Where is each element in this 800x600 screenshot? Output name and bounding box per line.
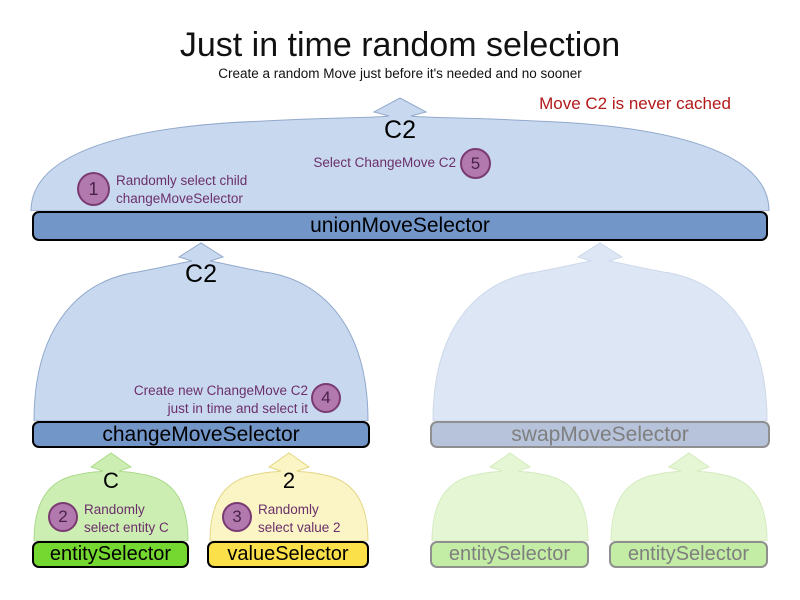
step-3-circle: 3 bbox=[222, 502, 252, 532]
cache-note: Move C2 is never cached bbox=[539, 94, 731, 113]
change-output-label: C2 bbox=[185, 260, 217, 288]
step-5-circle: 5 bbox=[460, 148, 491, 179]
value-selector-bar: valueSelector bbox=[207, 541, 369, 568]
union-move-selector-bar: unionMoveSelector bbox=[32, 211, 768, 241]
step-5-text: Select ChangeMove C2 bbox=[313, 155, 456, 170]
faded-entity-selector-bar-2: entitySelector bbox=[609, 541, 768, 568]
page-title: Just in time random selection bbox=[179, 26, 621, 64]
change-move-selector-bar: changeMoveSelector bbox=[32, 421, 370, 448]
step-2-text: Randomly select entity C bbox=[84, 502, 169, 535]
faded-entity-selector-bar-1: entitySelector bbox=[430, 541, 589, 568]
entity-output-label: C bbox=[103, 468, 119, 493]
step-3-text: Randomly select value 2 bbox=[258, 502, 341, 535]
change-move-selector-dome bbox=[33, 242, 369, 421]
union-move-selector-dome bbox=[30, 97, 770, 211]
faded-entity-selector-label-2: entitySelector bbox=[627, 543, 750, 565]
step-1-text: Randomly select child changeMoveSelector bbox=[116, 173, 248, 206]
entity-selector-label: entitySelector bbox=[49, 543, 172, 565]
step-4-circle: 4 bbox=[311, 383, 341, 413]
step-2-circle: 2 bbox=[48, 502, 78, 532]
faded-entity-selector-dome-2 bbox=[610, 452, 768, 541]
value-selector-label: valueSelector bbox=[227, 543, 349, 565]
page-subtitle: Create a random Move just before it's ne… bbox=[218, 66, 582, 81]
step-4-text: Create new ChangeMove C2 just in time an… bbox=[133, 383, 308, 416]
union-output-label: C2 bbox=[384, 116, 416, 144]
change-move-selector-label: changeMoveSelector bbox=[102, 422, 300, 446]
entity-selector-bar: entitySelector bbox=[32, 541, 189, 568]
swap-move-selector-dome bbox=[432, 242, 768, 421]
faded-entity-selector-dome-1 bbox=[431, 452, 589, 541]
swap-move-selector-label: swapMoveSelector bbox=[511, 422, 689, 446]
faded-entity-selector-label-1: entitySelector bbox=[448, 543, 571, 565]
value-output-label: 2 bbox=[282, 468, 296, 493]
swap-move-selector-bar: swapMoveSelector bbox=[430, 421, 770, 448]
union-move-selector-label: unionMoveSelector bbox=[310, 214, 490, 237]
step-1-circle: 1 bbox=[77, 172, 110, 206]
